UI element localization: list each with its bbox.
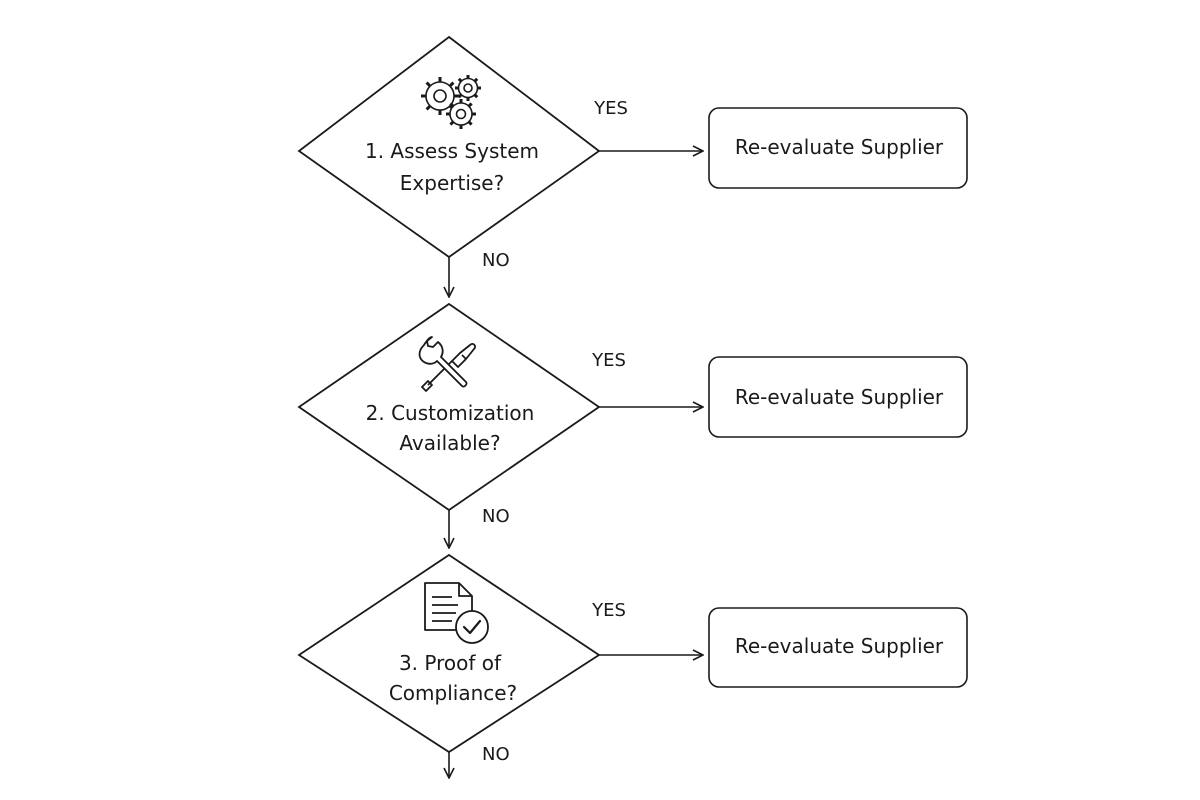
outcome-box	[708, 107, 968, 189]
outcome-label: Re-evaluate Supplier	[735, 385, 944, 409]
gears-icon	[421, 75, 481, 129]
outcome-box	[708, 607, 968, 688]
yes-label: YES	[591, 350, 626, 371]
decision-step-3: 3. Proof of Compliance? YES Re-evaluate …	[297, 553, 968, 778]
no-label: NO	[482, 744, 510, 765]
outcome-label: Re-evaluate Supplier	[735, 634, 944, 658]
outcome-box	[708, 356, 968, 438]
document-check-icon	[424, 582, 489, 644]
decision-question-line2: Available?	[399, 431, 500, 455]
yes-label: YES	[593, 98, 628, 119]
outcome-label: Re-evaluate Supplier	[735, 135, 944, 159]
no-label: NO	[482, 250, 510, 271]
decision-question-line2: Compliance?	[389, 681, 517, 705]
wrench-screwdriver-icon	[418, 336, 476, 392]
decision-step-2: 2. Customization Available? YES Re-evalu…	[297, 302, 968, 548]
decision-question-line1: 1. Assess System	[365, 139, 539, 163]
no-label: NO	[482, 506, 510, 527]
yes-label: YES	[591, 600, 626, 621]
decision-question-line1: 3. Proof of	[399, 651, 502, 675]
decision-question-line1: 2. Customization	[366, 401, 535, 425]
decision-question-line2: Expertise?	[400, 171, 504, 195]
decision-step-1: 1. Assess System Expertise? YES Re-evalu…	[297, 35, 968, 297]
